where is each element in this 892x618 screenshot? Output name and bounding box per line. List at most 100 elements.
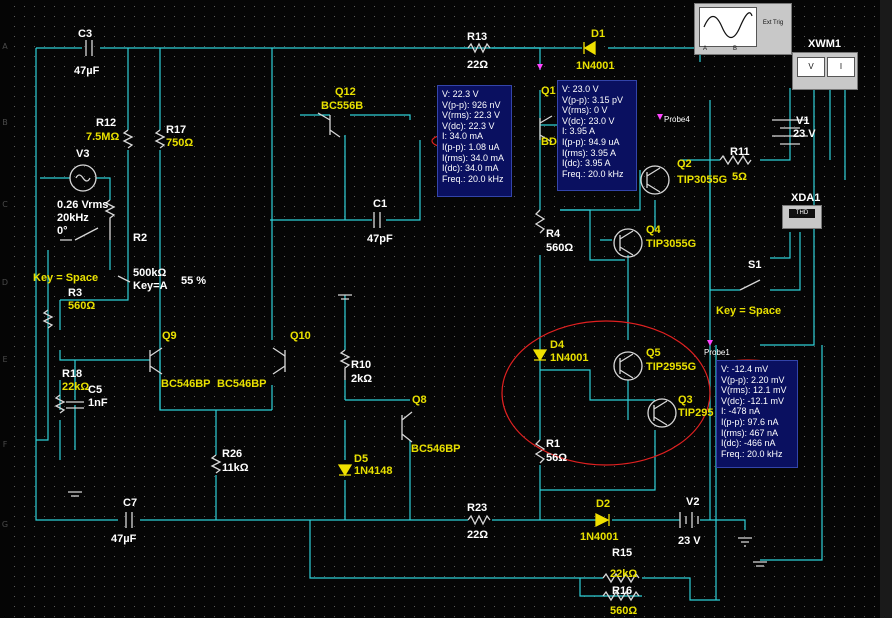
v2-value: 23 V <box>678 535 701 547</box>
probe-readout-line: I(dc): -466 nA <box>721 438 776 449</box>
probe-readout-line: Freq.: 20.0 kHz <box>562 168 624 179</box>
probe-readout-line: V(p-p): 926 nV <box>442 99 501 110</box>
probe1-label: Probe1 <box>704 348 730 357</box>
d1-ref: D1 <box>591 28 605 40</box>
r4-ref: R4 <box>546 228 561 240</box>
probe-readout-line: I: -478 nA <box>721 406 761 417</box>
probe-readout-line: I: 34.0 mA <box>442 131 484 142</box>
q1-model: BD <box>541 136 557 148</box>
r23-value: 22Ω <box>467 529 488 541</box>
probe-readout-line: V(rms): 22.3 V <box>442 110 501 121</box>
r23-ref: R23 <box>467 502 487 514</box>
q10-model: BC546BP <box>217 378 267 390</box>
wattmeter-v-label: V <box>808 62 814 71</box>
r2-percent: 55 % <box>181 275 206 287</box>
probe-readout-line: I(dc): 3.95 A <box>562 158 611 169</box>
probe-readout-line: V: -12.4 mV <box>721 364 769 374</box>
probe-readout-line: V(p-p): 2.20 mV <box>721 374 785 385</box>
probe-readout-line: Freq.: 20.0 kHz <box>442 173 504 184</box>
r18-value: 22kΩ <box>62 381 89 393</box>
distortion-display: THD <box>789 209 815 218</box>
probe4-label: Probe4 <box>664 115 690 124</box>
probe-readout-line: V(dc): 23.0 V <box>562 115 615 126</box>
d5-ref: D5 <box>354 453 368 465</box>
r17-value: 750Ω <box>166 137 193 149</box>
r2-ref: R2 <box>133 232 147 244</box>
probe-readout-line: I(p-p): 1.08 uA <box>442 141 500 152</box>
c7-value: 47µF <box>111 533 137 545</box>
r1-ref: R1 <box>546 438 560 450</box>
probe-readout-line: I(rms): 467 nA <box>721 427 779 438</box>
ruler-letter: B <box>2 118 8 127</box>
q4-ref: Q4 <box>646 224 662 236</box>
ruler-letter: E <box>2 355 8 364</box>
r17-ref: R17 <box>166 124 186 136</box>
probe-readout-line: V(rms): 0 V <box>562 105 608 116</box>
r1-value: 56Ω <box>546 452 567 464</box>
wattmeter-v-meter: V <box>797 57 825 77</box>
r26-value: 11kΩ <box>222 462 249 474</box>
d1-model: 1N4001 <box>576 60 615 72</box>
d2-ref: D2 <box>596 498 610 510</box>
ruler-letter: A <box>2 42 8 51</box>
r12-value: 7.5MΩ <box>86 131 119 143</box>
v1-ref: V1 <box>796 115 809 127</box>
r10-ref: R10 <box>351 359 371 371</box>
ruler-letter: F <box>2 440 8 449</box>
r11-value: 5Ω <box>732 171 747 183</box>
r3-ref: R3 <box>68 287 82 299</box>
wattmeter-i-meter: I <box>827 57 855 77</box>
q9-ref: Q9 <box>162 330 177 342</box>
r13-ref: R13 <box>467 31 487 43</box>
q2-model: TIP3055G <box>677 174 727 186</box>
r13-value: 22Ω <box>467 59 488 71</box>
distortion-analyzer-instrument[interactable]: THD <box>782 205 822 229</box>
xwm1-ref: XWM1 <box>808 38 841 50</box>
q9-model: BC546BP <box>161 378 211 390</box>
v1-value: 23 V <box>793 128 816 140</box>
q12-ref: Q12 <box>335 86 356 98</box>
wattmeter-i-label: I <box>839 62 843 71</box>
d4-ref: D4 <box>550 339 565 351</box>
probe-readout-line: I(p-p): 94.9 uA <box>562 136 620 147</box>
c1-ref: C1 <box>373 198 387 210</box>
c3-ref: C3 <box>78 28 92 40</box>
v3-ref: V3 <box>76 148 89 160</box>
probe-readout-line: V(p-p): 3.15 pV <box>562 94 624 105</box>
r10-value: 2kΩ <box>351 373 372 385</box>
v3-frequency: 20kHz <box>57 212 89 224</box>
d5-model: 1N4148 <box>354 465 393 477</box>
s1-ref: S1 <box>748 259 761 271</box>
q4-model: TIP3055G <box>646 238 696 250</box>
probe-readout-line: I(rms): 3.95 A <box>562 147 617 158</box>
q12-model: BC556B <box>321 100 363 112</box>
c1-value: 47pF <box>367 233 393 245</box>
c7-ref: C7 <box>123 497 137 509</box>
probe-readout-line: V: 23.0 V <box>562 84 599 94</box>
oscilloscope-instrument[interactable]: Ext Trig A B <box>694 3 792 55</box>
probe-readout-line: I(dc): 34.0 mA <box>442 163 499 174</box>
probe-readout-line: V(dc): -12.1 mV <box>721 395 785 406</box>
scope-b-label: B <box>733 46 738 52</box>
ruler-letter: G <box>1 520 9 529</box>
scope-a-label: A <box>703 46 708 52</box>
wattmeter-instrument[interactable]: V I <box>792 52 858 90</box>
q2-ref: Q2 <box>677 158 692 170</box>
r15-value: 22kΩ <box>610 568 637 580</box>
probe-readout-line: V: 22.3 V <box>442 89 479 99</box>
r12-ref: R12 <box>96 117 116 129</box>
c3-value: 47µF <box>74 65 100 77</box>
r2-key: Key=A <box>133 280 168 292</box>
probe-readout-line: I: 3.95 A <box>562 126 596 137</box>
r11-ref: R11 <box>730 146 750 158</box>
ruler-letter: C <box>2 200 8 209</box>
r16-ref: R16 <box>612 585 632 597</box>
v3-value: 0.26 Vrms <box>57 199 108 211</box>
probe-readout-line: I(rms): 34.0 mA <box>442 152 505 163</box>
